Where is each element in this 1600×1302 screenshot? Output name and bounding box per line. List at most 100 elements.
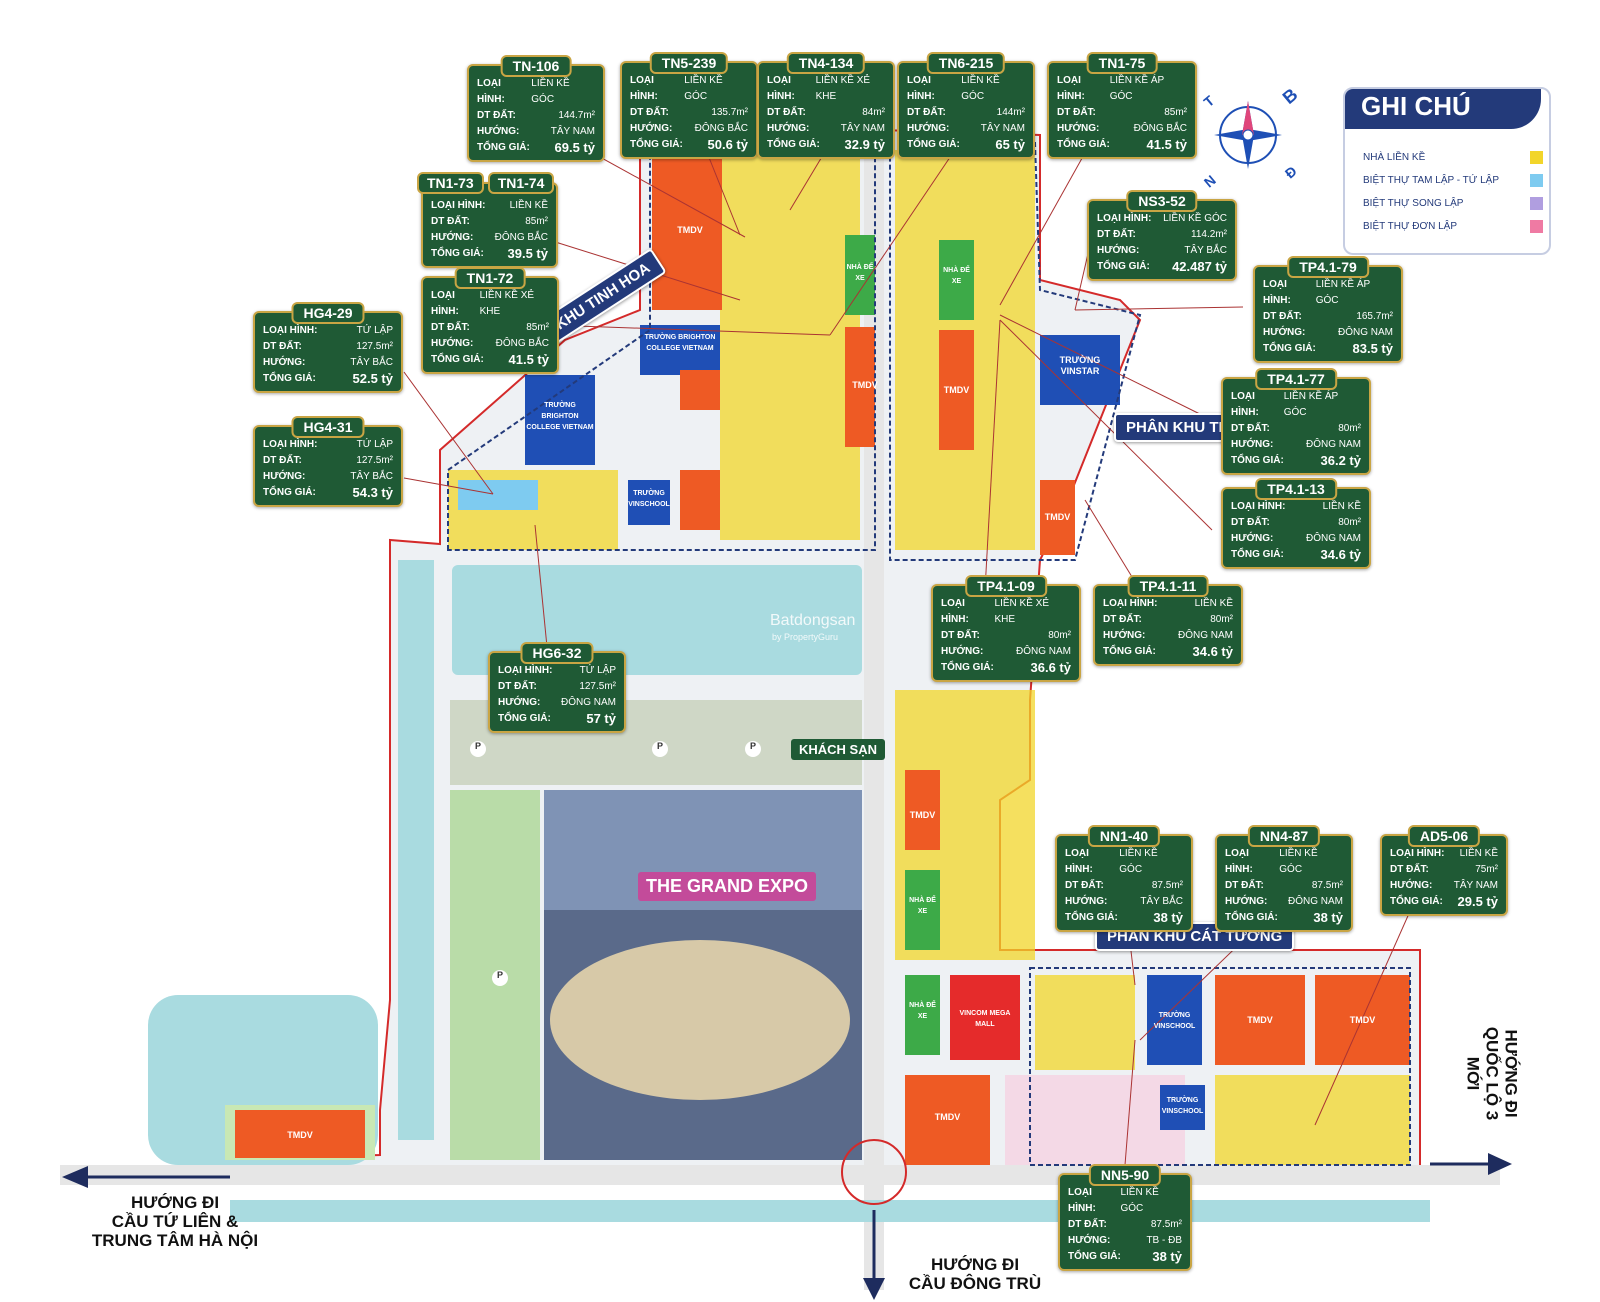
south-parking-green	[905, 870, 940, 950]
listing-card-nn140[interactable]: NN1-40 LOẠI HÌNH:LIỀN KỀ GÓC DT ĐẤT:87.5…	[1055, 825, 1193, 932]
listing-code: TN1-75	[1086, 52, 1158, 74]
mall-plaza	[1005, 1075, 1185, 1165]
listing-price: 29.5 tỷ	[1457, 894, 1498, 909]
listing-type: TỨ LẬP	[579, 665, 616, 676]
listing-direction: ĐÔNG NAM	[1338, 327, 1393, 338]
listing-card-tn172[interactable]: TN1-72 LOẠI HÌNH:LIỀN KỀ XẺ KHE DT ĐẤT:8…	[421, 267, 559, 374]
listing-card-tn175[interactable]: TN1-75 LOẠI HÌNH:LIỀN KỀ ÁP GÓC DT ĐẤT:8…	[1047, 52, 1197, 159]
field-label: DT ĐẤT:	[263, 341, 302, 352]
listing-price: 42.487 tỷ	[1172, 259, 1227, 274]
listing-direction: ĐÔNG NAM	[1306, 533, 1361, 544]
vinstar-1	[1040, 335, 1120, 405]
listing-card-nn590[interactable]: NN5-90 LOẠI HÌNH:LIỀN KỀ GÓC DT ĐẤT:87.5…	[1058, 1164, 1192, 1271]
listing-card-tp4177[interactable]: TP4.1-77 LOẠI HÌNH:LIỀN KỀ ÁP GÓC DT ĐẤT…	[1221, 368, 1371, 475]
listing-price: 57 tỷ	[586, 711, 616, 726]
listing-card-tn6215[interactable]: TN6-215 LOẠI HÌNH:LIỀN KỀ GÓC DT ĐẤT:144…	[897, 52, 1035, 159]
field-label: HƯỚNG:	[263, 357, 306, 368]
vincom-label: VINCOM MEGA MALL	[959, 1010, 1011, 1028]
listing-card-tp4109[interactable]: TP4.1-09 LOẠI HÌNH:LIỀN KỀ XẺ KHE DT ĐẤT…	[931, 575, 1081, 682]
listing-area: 84m²	[862, 107, 885, 118]
listing-card-hg429[interactable]: HG4-29 LOẠI HÌNH:TỨ LẬP DT ĐẤT:127.5m² H…	[253, 302, 403, 393]
listing-area: 114.2m²	[1191, 229, 1227, 240]
direction-east-label: HƯỚNG ĐI QUỐC LỘ 3 MỚI	[1463, 1026, 1521, 1121]
direction-south-label: HƯỚNG ĐI CẦU ĐÔNG TRÙ	[908, 1255, 1042, 1293]
parking-lot-label: NHÀ ĐỂ XE	[909, 897, 936, 915]
field-label: LOẠI HÌNH:	[263, 439, 318, 450]
field-label: DT ĐẤT:	[1225, 880, 1264, 891]
listing-card-ns352[interactable]: NS3-52 LOẠI HÌNH:LIỀN KỀ GÓC DT ĐẤT:114.…	[1087, 190, 1237, 281]
field-label: LOẠI HÌNH:	[431, 290, 459, 317]
listing-direction: ĐÔNG BẮC	[1133, 123, 1187, 134]
field-label: HƯỚNG:	[941, 646, 984, 657]
listing-card-ad506[interactable]: AD5-06 LOẠI HÌNH:LIỀN KỀ DT ĐẤT:75m² HƯỚ…	[1380, 825, 1508, 916]
listing-card-tp4111[interactable]: TP4.1-11 LOẠI HÌNH:LIỀN KỀ DT ĐẤT:80m² H…	[1093, 575, 1243, 666]
field-label: TỔNG GIÁ:	[263, 487, 316, 498]
listing-price: 39.5 tỷ	[507, 246, 548, 261]
listing-card-tp4113[interactable]: TP4.1-13 LOẠI HÌNH:LIỀN KỀ DT ĐẤT:80m² H…	[1221, 478, 1371, 569]
listing-direction: ĐÔNG NAM	[1306, 439, 1361, 450]
hotel-label: KHÁCH SẠN	[791, 739, 885, 760]
parking-icon: P	[470, 741, 486, 757]
listing-card-tn106[interactable]: TN-106 LOẠI HÌNH:LIỀN KỀ GÓC DT ĐẤT:144.…	[467, 55, 605, 162]
listing-direction: TÂY NAM	[980, 123, 1025, 134]
listing-code: TP4.1-79	[1287, 256, 1369, 278]
listing-card-hg431[interactable]: HG4-31 LOẠI HÌNH:TỨ LẬP DT ĐẤT:127.5m² H…	[253, 416, 403, 507]
listing-card-hg632[interactable]: HG6-32 LOẠI HÌNH:TỨ LẬP DT ĐẤT:127.5m² H…	[488, 642, 626, 733]
field-label: TỔNG GIÁ:	[767, 139, 820, 150]
watermark-sub: by PropertyGuru	[772, 632, 838, 642]
listing-code: TN1-72	[454, 267, 526, 289]
listing-card-tn5239[interactable]: TN5-239 LOẠI HÌNH:LIỀN KỀ GÓC DT ĐẤT:135…	[620, 52, 758, 159]
compass-rose-icon	[1214, 101, 1282, 169]
listing-card-nn487[interactable]: NN4-87 LOẠI HÌNH:LIỀN KỀ GÓC DT ĐẤT:87.5…	[1215, 825, 1353, 932]
listing-code: TN5-239	[649, 52, 729, 74]
listing-card-tp4179[interactable]: TP4.1-79 LOẠI HÌNH:LIỀN KỀ ÁP GÓC DT ĐẤT…	[1253, 256, 1403, 363]
east-parking-green	[939, 240, 974, 320]
listing-type: TỨ LẬP	[356, 439, 393, 450]
listing-price: 38 tỷ	[1313, 910, 1343, 925]
listing-code: AD5-06	[1407, 825, 1481, 847]
field-label: HƯỚNG:	[1097, 245, 1140, 256]
field-label: TỔNG GIÁ:	[1057, 139, 1110, 150]
field-label: TỔNG GIÁ:	[1231, 455, 1284, 466]
expo-dome	[550, 940, 850, 1100]
vinschool-label: TRƯỜNG VINSCHOOL	[1153, 1012, 1196, 1030]
listing-area: 80m²	[1210, 614, 1233, 625]
field-label: HƯỚNG:	[1057, 123, 1100, 134]
field-label: TỔNG GIÁ:	[431, 354, 484, 365]
listing-area: 144.7m²	[558, 110, 595, 121]
listing-card-tn1734[interactable]: TN1-73 TN1-74 LOẠI HÌNH:LIỀN KỀ DT ĐẤT:8…	[417, 172, 558, 268]
field-label: TỔNG GIÁ:	[263, 373, 316, 384]
field-label: DT ĐẤT:	[907, 107, 946, 118]
parking-lot-label: NHÀ ĐỂ XE	[846, 264, 874, 282]
tmdv-label: TMDV	[934, 1112, 961, 1122]
field-label: LOẠI HÌNH:	[477, 78, 505, 105]
listing-code: HG4-29	[291, 302, 365, 324]
listing-direction: ĐÔNG BẮC	[495, 338, 549, 349]
listing-price: 34.6 tỷ	[1320, 547, 1361, 562]
field-label: DT ĐẤT:	[431, 322, 470, 333]
tmdv-label: TMDV	[677, 225, 703, 235]
listing-price: 69.5 tỷ	[554, 140, 595, 155]
field-label: TỔNG GIÁ:	[907, 139, 960, 150]
field-label: HƯỚNG:	[498, 697, 541, 708]
field-label: HƯỚNG:	[1390, 880, 1433, 891]
brighton-label: TRƯỜNG BRIGHTON COLLEGE VIETNAM	[644, 334, 716, 352]
listing-card-tn4134[interactable]: TN4-134 LOẠI HÌNH:LIỀN KỀ XẺ KHE DT ĐẤT:…	[757, 52, 895, 159]
south-canal	[230, 1200, 1430, 1222]
listing-code: TP4.1-09	[965, 575, 1047, 597]
field-label: LOẠI HÌNH:	[941, 598, 969, 625]
listing-type: TỨ LẬP	[356, 325, 393, 336]
listing-code: HG6-32	[520, 642, 594, 664]
brighton-label: TRƯỜNG BRIGHTON COLLEGE VIETNAM	[526, 402, 594, 431]
legend-item: BIỆT THỰ SONG LẬP	[1363, 197, 1543, 210]
field-label: TỔNG GIÁ:	[1225, 912, 1278, 923]
listing-area: 80m²	[1338, 517, 1361, 528]
vinschool-south-2	[1160, 1085, 1205, 1130]
field-label: HƯỚNG:	[907, 123, 950, 134]
vinstar-label: TRƯỜNG VINSTAR	[1059, 355, 1101, 376]
tinh-hoa-villas	[458, 480, 538, 510]
cat-tuong-tmdv-1	[1215, 975, 1305, 1065]
thinh-outline	[889, 142, 1142, 561]
vinschool-south	[1147, 975, 1202, 1065]
parking-icon: P	[745, 741, 761, 757]
